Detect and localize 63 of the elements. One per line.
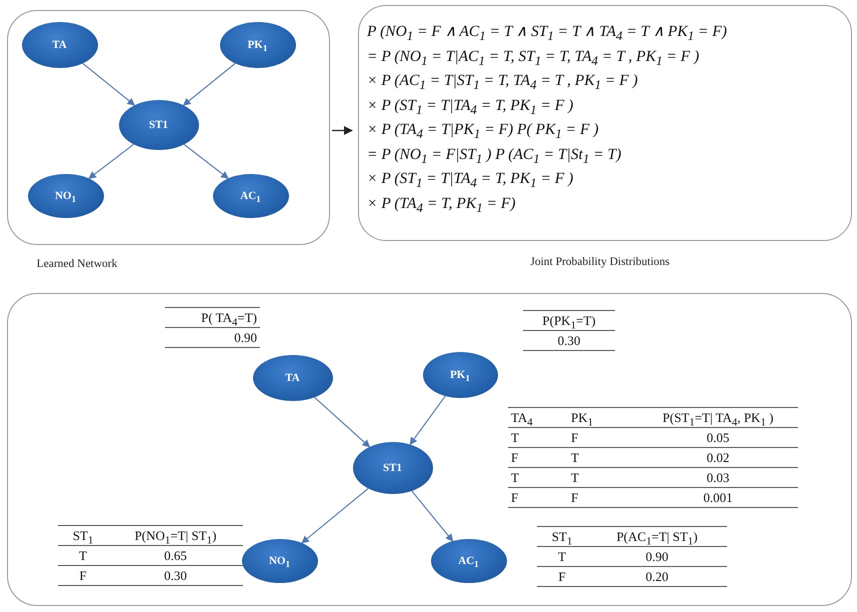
- table-cell: T: [537, 547, 587, 567]
- table-cell: T: [568, 468, 638, 488]
- network-node-ellipse: NO$_{1}$: [242, 538, 318, 582]
- arrow: [184, 144, 229, 179]
- table-header-cell: P(NO$_{1}$=T| ST$_{1}$): [108, 526, 243, 546]
- network-node-ellipse: NO$_{1}$: [28, 174, 104, 218]
- panel-caption: Learned Network: [36, 258, 118, 270]
- table-cell: 0.20: [587, 567, 727, 587]
- table-header-cell: ST$_{1}$: [58, 526, 108, 546]
- table-header-cell: TA$_{4}$: [508, 408, 568, 428]
- table-cell: F: [58, 566, 108, 586]
- panel-caption: Joint Probability Distributions: [529, 256, 671, 268]
- table-cell: F: [568, 428, 638, 448]
- formula-line: = P (NO$_{1}$ = F|ST$_{1}$ ) P (AC$_{1}$ = T|St$_{1}$ = T): [367, 144, 622, 164]
- network-node-ellipse: AC$_{1}$: [430, 538, 506, 582]
- formula-line: × P (ST$_{1}$ = T|TA$_{4}$ = T, PK$_{1}$ = F ): [367, 96, 574, 116]
- table-cell: F: [508, 448, 568, 468]
- table-cell: 0.90: [165, 328, 260, 348]
- arrow: [410, 396, 446, 446]
- network-node-ellipse: PK$_{1}$: [220, 22, 296, 68]
- table-cell: 0.001: [638, 488, 798, 508]
- table-cell: T: [58, 546, 108, 566]
- table-header-cell: P( TA$_{4}$=T): [165, 308, 260, 328]
- network-node-ellipse: AC$_{1}$: [212, 174, 288, 218]
- network-node-ellipse: ST1: [118, 100, 198, 150]
- table-cell: 0.05: [638, 428, 798, 448]
- network-node-ellipse: TA: [22, 22, 98, 68]
- table-cell: 0.30: [523, 331, 615, 351]
- formula-panel: [358, 5, 852, 241]
- formula-line: = P (NO$_{1}$ = T|AC$_{1}$ = T, ST$_{1}$ = T, TA$_{4}$ = T , PK$_{1}$ = F ): [367, 46, 700, 66]
- arrow: [314, 396, 370, 448]
- network-node-ellipse: TA: [252, 354, 332, 400]
- table-cell: 0.02: [638, 448, 798, 468]
- arrow: [82, 62, 136, 106]
- table-header-cell: ST$_{1}$: [537, 527, 587, 547]
- network-panel: [7, 293, 852, 606]
- arrow: [88, 144, 134, 179]
- formula-line: P (NO$_{1}$ = F ∧ AC$_{1}$ = T ∧ ST$_{1}$ = T ∧ TA$_{4}$ = T ∧ PK$_{1}$ = F): [367, 22, 728, 42]
- formula-line: × P (TA$_{4}$ = T, PK$_{1}$ = F): [367, 194, 516, 214]
- arrow: [411, 490, 454, 542]
- table-header-cell: PK$_{1}$: [568, 408, 638, 428]
- table-cell: 0.03: [638, 468, 798, 488]
- table-cell: 0.65: [108, 546, 243, 566]
- table-header-cell: P(AC$_{1}$=T| ST$_{1}$): [587, 527, 727, 547]
- network-node-ellipse: ST1: [352, 442, 432, 494]
- table-cell: T: [508, 468, 568, 488]
- table-cell: T: [508, 428, 568, 448]
- table-cell: 0.90: [587, 547, 727, 567]
- table-cell: 0.30: [108, 566, 243, 586]
- formula-line: × P (TA$_{4}$ = T|PK$_{1}$ = F) P( PK$_{1}$ = F ): [367, 120, 600, 140]
- table-cell: F: [508, 488, 568, 508]
- arrow: [182, 62, 236, 106]
- network-node-ellipse: PK$_{1}$: [422, 352, 498, 398]
- table-cell: T: [568, 448, 638, 468]
- arrow: [332, 126, 353, 136]
- formula-line: × P (AC$_{1}$ = T|ST$_{1}$ = T, TA$_{4}$ = T , PK$_{1}$ = F ): [367, 71, 639, 91]
- table-cell: F: [537, 567, 587, 587]
- formula-line: × P (ST$_{1}$ = T|TA$_{4}$ = T, PK$_{1}$ = F ): [367, 169, 574, 189]
- arrow: [301, 488, 369, 544]
- table-cell: F: [568, 488, 638, 508]
- table-header-cell: P(ST$_{1}$=T| TA$_{4}$, PK$_{1}$ ): [638, 408, 798, 428]
- network-panel: [7, 10, 330, 245]
- table-header-cell: P(PK$_{1}$=T): [523, 311, 615, 331]
